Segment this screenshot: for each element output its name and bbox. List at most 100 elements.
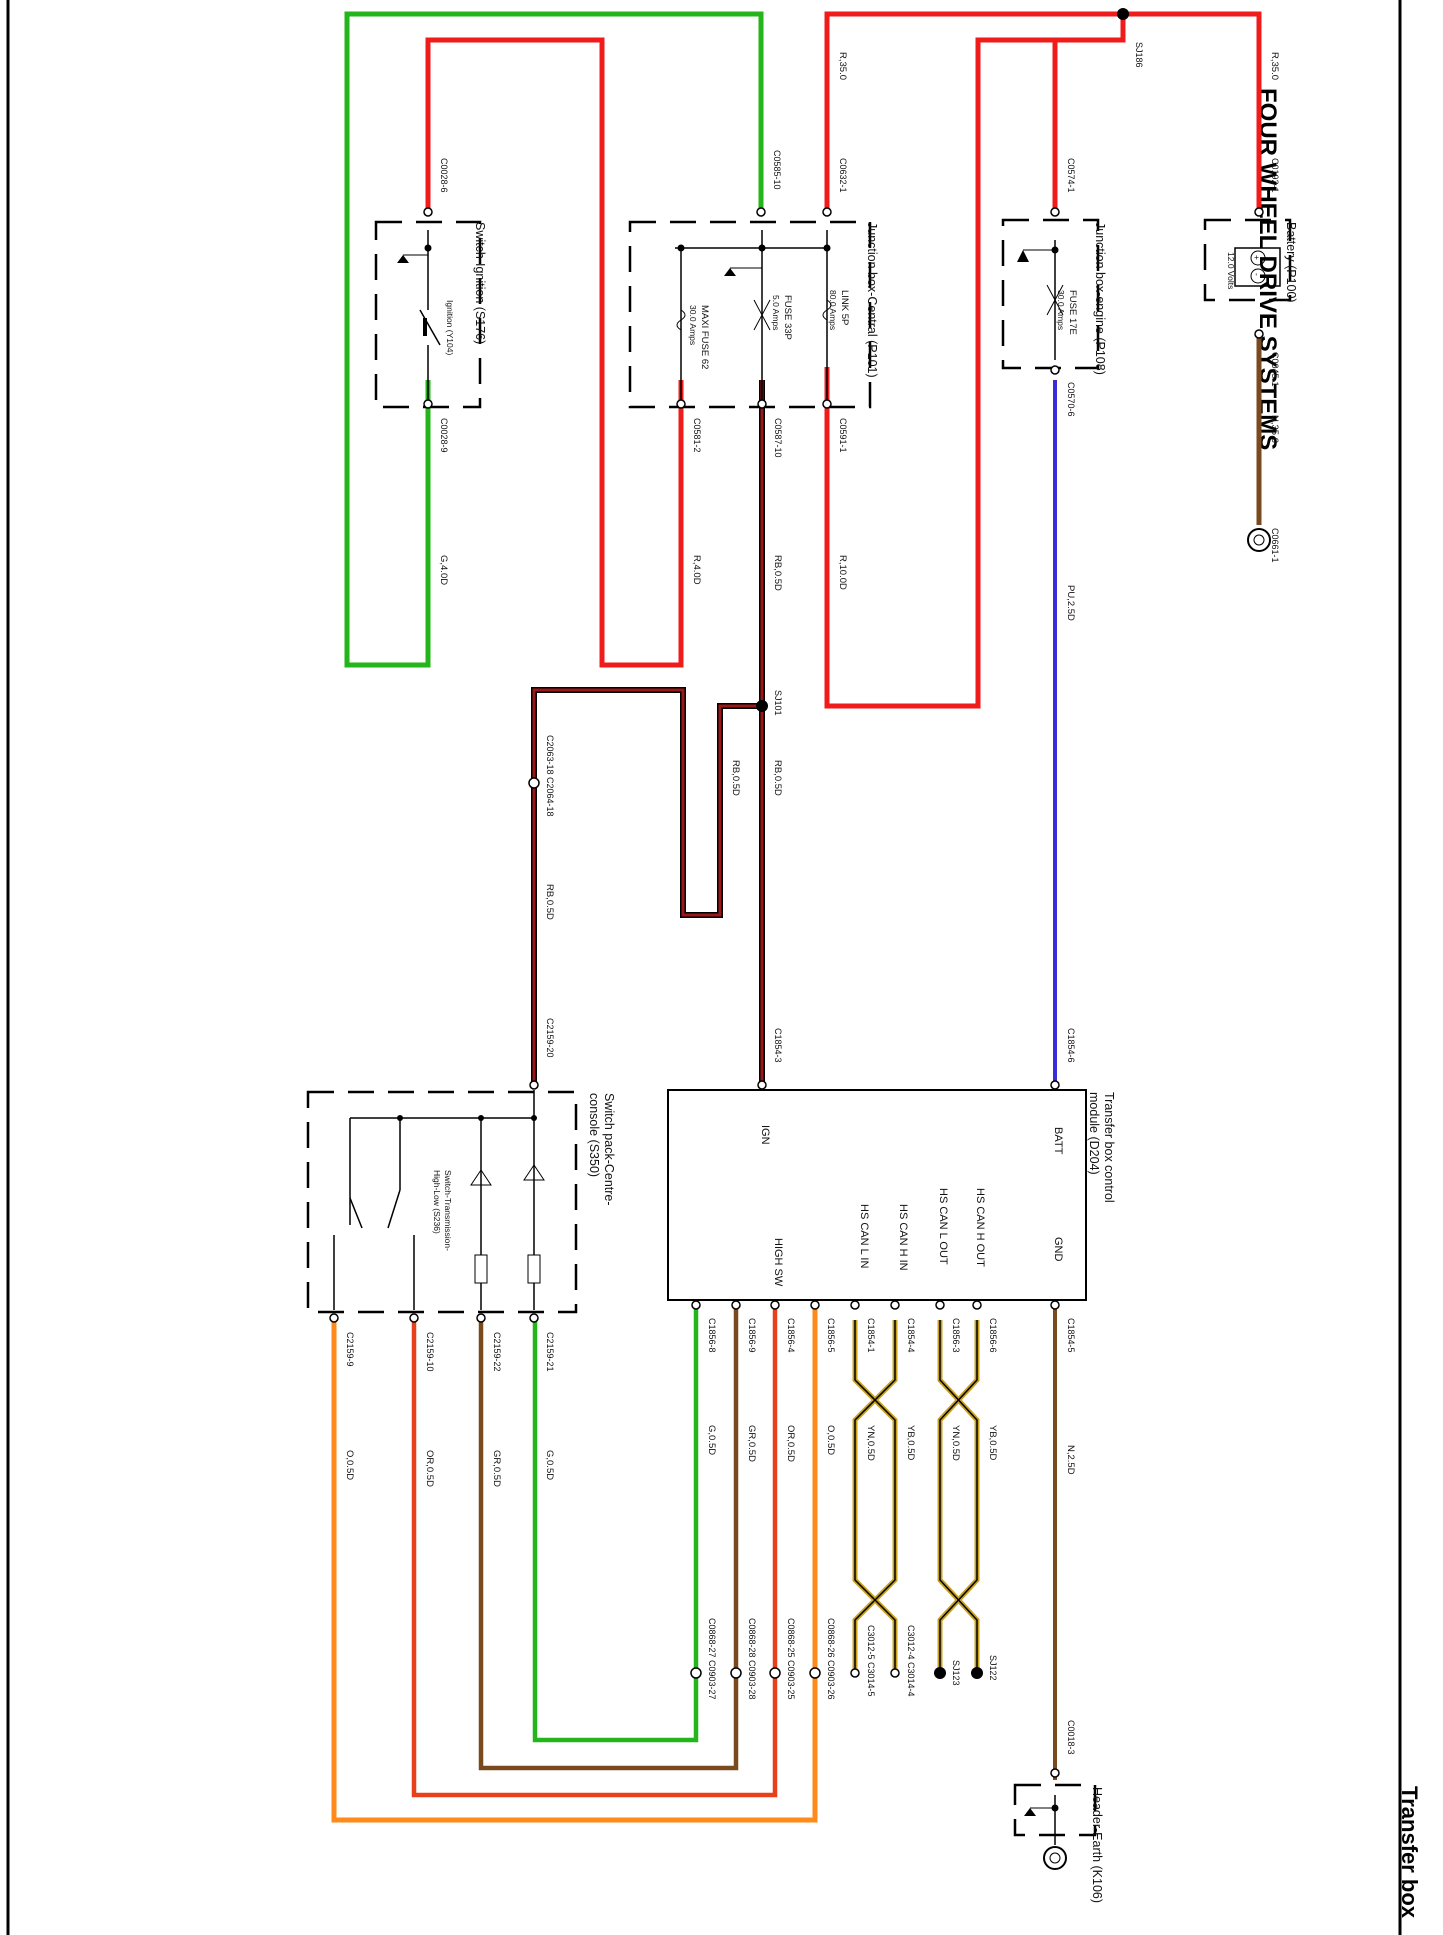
label-junction-central-maxi: MAXI FUSE 62: [699, 305, 710, 369]
tcm-pin-can-l-out: HS CAN L OUT: [937, 1188, 949, 1265]
battery-plus-icon: [1250, 250, 1266, 266]
wire-label-w-n25: N,2.5D: [1065, 1445, 1076, 1475]
label-c0868-27: C0868-27 C0903-27: [707, 1618, 717, 1700]
wire-label-w-g05-a: G,0.5D: [706, 1425, 717, 1455]
junction-engine-label: Junction box-engine (P108): [1093, 222, 1107, 375]
label-junction-engine-fuse: FUSE 17E: [1067, 290, 1078, 335]
label-ignition-switch-contact: Ignition (Y104): [445, 300, 455, 355]
label-sj123: SJ123: [951, 1660, 961, 1686]
tcm-pin-can-h-out: HS CAN H OUT: [974, 1188, 986, 1267]
wire-r4: [425, 37, 684, 668]
label-c3012-5: C3012-5 C3014-5: [866, 1625, 876, 1697]
battery-minus-icon: [1250, 268, 1266, 284]
label-c1854-5: C1854-5: [1066, 1318, 1076, 1353]
resistor-icon: [527, 1254, 541, 1284]
label-c1856-9: C1856-9: [747, 1318, 757, 1353]
fuse-icon: [1046, 284, 1064, 316]
label-junction-central-link: LINK 5P: [839, 290, 850, 325]
tcm-pin-high-sw: HIGH SW: [772, 1238, 784, 1287]
label-c1856-4: C1856-4: [786, 1318, 796, 1353]
switch-pack-label-2: console (S350): [587, 1093, 601, 1177]
battery-voltage: 12.0 Volts: [1226, 252, 1236, 289]
label-c0192: C0192-1: [1270, 158, 1280, 193]
wire-label-w-r4: R,4.0D: [691, 555, 702, 585]
label-c1856-8: C1856-8: [707, 1318, 717, 1353]
earth-icon: [1043, 1846, 1067, 1870]
ignition-switch-label: Switch-Ignition (S176): [473, 222, 487, 344]
label-c1856-5: C1856-5: [826, 1318, 836, 1353]
wire-g4: [344, 11, 764, 668]
wire-o05: [331, 1300, 818, 1823]
wire-r35-battery: [824, 11, 1262, 208]
label-c0574: C0574-1: [1066, 158, 1076, 193]
wire-label-w-rb05-b: RB,0.5D: [772, 760, 783, 796]
wire-label-w-r10: R,10.0D: [837, 555, 848, 590]
label-c2063: C2063-18 C2064-18: [545, 735, 555, 817]
label-battery-plus: +: [1252, 255, 1262, 260]
earth-icon: [1247, 528, 1271, 552]
wire-label-w-pu25: PU,2.5D: [1065, 585, 1076, 621]
battery-label: Battery (P100): [1284, 222, 1298, 303]
link-icon: [822, 299, 832, 321]
wire-label-w-rb05-d: RB,0.5D: [544, 884, 555, 920]
connector-labels: C0192-1 C0045-1 C0661-1 SJ186 C0574-1 C0…: [345, 42, 1280, 1755]
label-c0585: C0585-10: [772, 150, 782, 190]
wire-label-w-or05-b: OR,0.5D: [424, 1450, 435, 1487]
wire-label-w-g4: G,4.0D: [438, 555, 449, 585]
junction-central-label: Junction box-Central (P101): [865, 222, 879, 378]
label-c1854-6: C1854-6: [1066, 1028, 1076, 1063]
wire-label-w-r35-a: R,35.0: [1269, 52, 1280, 80]
wire-label-w-yb05-a: YB,0.5D: [987, 1425, 998, 1461]
wire-r35-central: [824, 37, 1058, 709]
label-c0868-28: C0868-28 C0903-28: [747, 1618, 757, 1700]
transfer-box-control-module: Transfer box control module (D204) BATT …: [667, 1089, 1116, 1301]
label-c2159-22: C2159-22: [492, 1332, 502, 1372]
label-c0587: C0587-10: [773, 418, 783, 458]
splice-points: [397, 8, 1129, 1812]
wire-g05: [532, 1300, 699, 1743]
label-c0045: C0045-1: [1270, 352, 1280, 387]
label-c0028-9: C0028-9: [439, 418, 449, 453]
wire-rb05: [531, 380, 765, 1082]
label-c2159-10: C2159-10: [425, 1332, 435, 1372]
label-c2159-20: C2159-20: [545, 1018, 555, 1058]
label-c1856-6: C1856-6: [988, 1318, 998, 1353]
label-sj122: SJ122: [988, 1655, 998, 1681]
tcm-pin-batt: BATT: [1052, 1127, 1064, 1155]
wire-label-w-o05-b: O,0.5D: [344, 1450, 355, 1480]
label-battery-minus: -: [1252, 273, 1262, 276]
label-c0028-6: C0028-6: [439, 158, 449, 193]
tcm-label-2: module (D204): [1087, 1092, 1101, 1175]
label-switch-pack-sub-1: Switch-Transmission-: [443, 1170, 453, 1251]
label-sj101: SJ101: [773, 690, 783, 716]
label-junction-central-link-rating: 80.0 Amps: [828, 290, 838, 330]
label-c2159-21: C2159-21: [545, 1332, 555, 1372]
label-c1856-3: C1856-3: [951, 1318, 961, 1353]
header-earth-label: Header-Earth (K106): [1090, 1787, 1104, 1903]
resistor-icon: [474, 1254, 488, 1284]
label-c0591: C0591-1: [838, 418, 848, 453]
tcm-label-1: Transfer box control: [1102, 1092, 1116, 1203]
wire-label-w-or05-a: OR,0.5D: [785, 1425, 796, 1462]
tcm-pin-ign: IGN: [759, 1125, 771, 1145]
switch-pack-label-1: Switch pack-Centre-: [602, 1093, 616, 1206]
wire-layer: [331, 11, 1262, 1823]
tcm-pin-gnd: GND: [1052, 1237, 1064, 1262]
label-junction-central-maxi-rating: 30.0 Amps: [688, 305, 698, 345]
led-icon: [523, 1164, 545, 1181]
maxi-fuse-icon: [676, 309, 686, 331]
wire-label-w-yb05-b: YB,0.5D: [905, 1425, 916, 1461]
wire-label-w-yn05-b: YN,0.5D: [865, 1425, 876, 1461]
label-c0632: C0632-1: [838, 158, 848, 193]
wire-label-w-gr05-a: GR,0.5D: [746, 1425, 757, 1462]
label-c3012-4: C3012-4 C3014-4: [906, 1625, 916, 1697]
battery: + - Battery (P100) 12.0 Volts: [1203, 218, 1298, 303]
tcm-pin-can-h-in: HS CAN H IN: [897, 1204, 909, 1271]
wire-label-w-rb05-c: RB,0.5D: [730, 760, 741, 796]
label-c0581: C0581-2: [692, 418, 702, 453]
wire-label-w-n35: N,35.0: [1269, 415, 1280, 443]
junction-box-central: Junction box-Central (P101) LINK 5P 80.0…: [628, 220, 879, 409]
label-c1854-4: C1854-4: [906, 1318, 916, 1353]
label-c2159-9: C2159-9: [345, 1332, 355, 1367]
